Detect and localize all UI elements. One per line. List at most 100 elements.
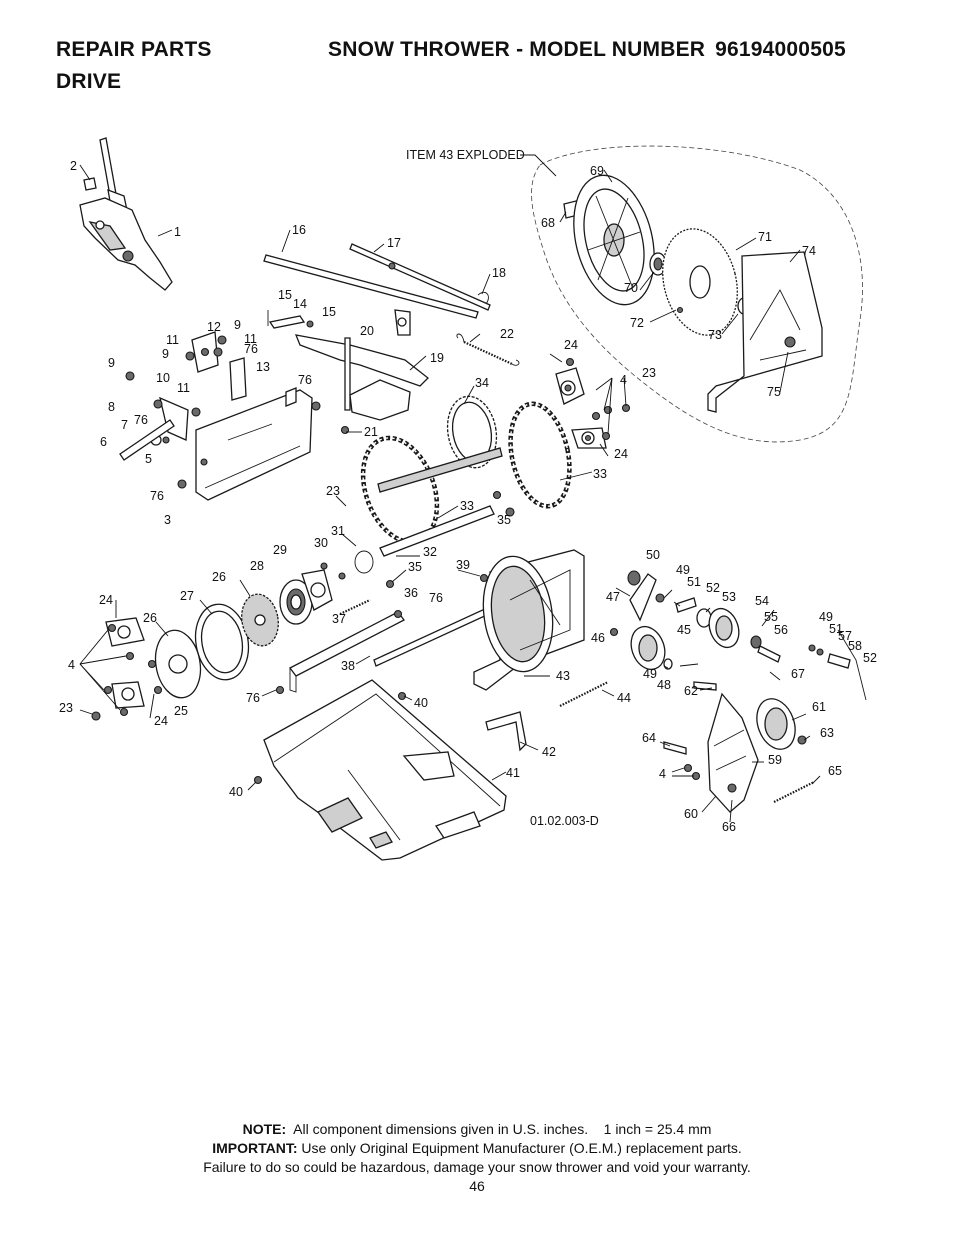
part-label: 59: [768, 753, 782, 767]
part-label: 76: [429, 591, 443, 605]
part-label: 7: [121, 418, 128, 432]
drive-shaft-32: [377, 447, 515, 557]
part-label: 45: [677, 623, 691, 637]
part-label: 25: [174, 704, 188, 718]
part-label: 4: [68, 658, 75, 672]
part-label: 44: [617, 691, 631, 705]
lever-hardware: [125, 331, 247, 417]
sprocket-34: [446, 395, 498, 469]
note-text: All component dimensions given in U.S. i…: [293, 1121, 712, 1137]
part-label: 49: [819, 610, 833, 624]
item-43-callout-outline: [531, 145, 863, 443]
part-label: 70: [624, 281, 638, 295]
part-label: 31: [331, 524, 345, 538]
part-label: 39: [456, 558, 470, 572]
part-label: 54: [755, 594, 769, 608]
part-label: 74: [802, 244, 816, 258]
part-label: 23: [59, 701, 73, 715]
part-label: 32: [423, 545, 437, 559]
part-label: 30: [314, 536, 328, 550]
part-label: 64: [642, 731, 656, 745]
part-label: 43: [556, 669, 570, 683]
part-label: 50: [646, 548, 660, 562]
part-label: 76: [244, 342, 258, 356]
part-label: 27: [180, 589, 194, 603]
part-label: 37: [332, 612, 346, 626]
part-label: 15: [322, 305, 336, 319]
part-label: 40: [229, 785, 243, 799]
part-label: 24: [154, 714, 168, 728]
part-label: 24: [564, 338, 578, 352]
part-label: 76: [298, 373, 312, 387]
product-prefix: SNOW THROWER - MODEL NUMBER: [328, 38, 706, 61]
part-label: 52: [863, 651, 877, 665]
part-label: 40: [414, 696, 428, 710]
part-label: 9: [162, 347, 169, 361]
small-link: [267, 310, 314, 329]
part-label: 49: [676, 563, 690, 577]
part-label: 35: [408, 560, 422, 574]
part-label: 9: [234, 318, 241, 332]
part-label: 17: [387, 236, 401, 250]
part-label: 55: [764, 610, 778, 624]
part-label: 11: [166, 333, 179, 347]
part-label: 76: [246, 691, 260, 705]
linkage-parts: [119, 396, 189, 461]
part-label: 29: [273, 543, 287, 557]
important-label: IMPORTANT:: [212, 1140, 298, 1156]
part-label: 53: [722, 590, 736, 604]
part-label: 56: [774, 623, 788, 637]
part-label: 26: [212, 570, 226, 584]
part-label: 76: [134, 413, 148, 427]
section-title: REPAIR PARTS: [56, 38, 212, 61]
assembly-title: DRIVE: [56, 70, 122, 93]
friction-wheel-housing-43: [473, 549, 585, 691]
note-line: NOTE: All component dimensions given in …: [0, 1120, 954, 1139]
part-label: 75: [767, 385, 781, 399]
part-label: 57: [838, 629, 852, 643]
item-43-callout-label: ITEM 43 EXPLODED: [406, 148, 525, 162]
part-label: 8: [108, 400, 115, 414]
note-label: NOTE:: [242, 1121, 287, 1137]
important-text: Use only Original Equipment Manufacturer…: [301, 1140, 742, 1156]
part-label: 3: [164, 513, 171, 527]
part-label: 68: [541, 216, 555, 230]
spring-44: [559, 681, 609, 707]
part-label: 62: [684, 684, 698, 698]
part-label: 26: [143, 611, 157, 625]
part-label: 11: [244, 332, 257, 346]
part-label: 9: [108, 356, 115, 370]
part-label: 33: [593, 467, 607, 481]
part-label: 4: [659, 767, 666, 781]
bracket-42: [485, 711, 527, 752]
part-label: 15: [278, 288, 292, 302]
part-label: 10: [156, 371, 170, 385]
part-label: 2: [70, 159, 77, 173]
part-label: 34: [475, 376, 489, 390]
part-number-labels: 2 1 16 17 18 15 14 15 20 22 19 11 12 9 1…: [59, 159, 877, 834]
part-label: 35: [497, 513, 511, 527]
spring-22: [463, 341, 513, 365]
hub-components: [194, 550, 395, 681]
chain-33-right: [508, 401, 572, 509]
part-label: 18: [492, 266, 506, 280]
part-label: 23: [642, 366, 656, 380]
friction-wheel-exploded: [563, 174, 823, 413]
part-label: 58: [848, 639, 862, 653]
part-label: 69: [590, 164, 604, 178]
page-number: 46: [469, 1178, 485, 1194]
shift-bracket: [294, 309, 429, 435]
part-label: 66: [722, 820, 736, 834]
shift-rods: [263, 243, 491, 319]
part-label: 16: [292, 223, 306, 237]
part-label: 51: [687, 575, 701, 589]
part-label: 51: [829, 622, 843, 636]
part-label: 73: [708, 328, 722, 342]
part-label: 65: [828, 764, 842, 778]
part-label: 46: [591, 631, 605, 645]
part-label: 49: [643, 667, 657, 681]
shift-lever-assembly: [79, 137, 173, 291]
part-label: 24: [614, 447, 628, 461]
part-label: 72: [630, 316, 644, 330]
